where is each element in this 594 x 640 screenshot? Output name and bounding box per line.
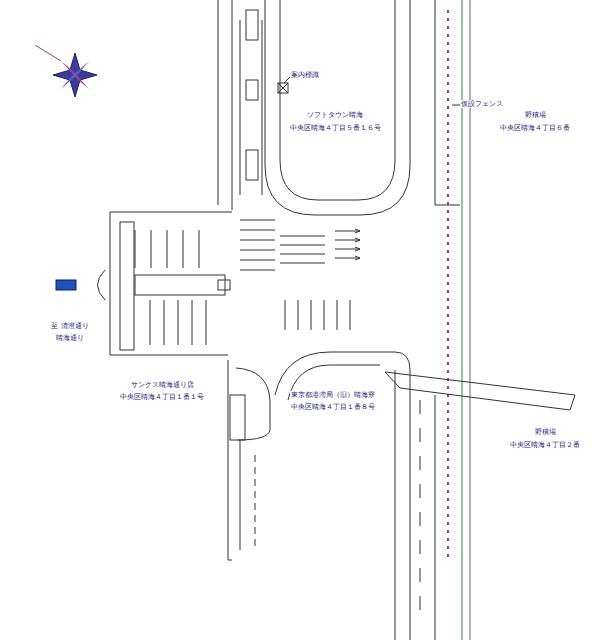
map-label: 至 清澄通り (50, 322, 89, 330)
map-label: 中央区晴海４丁目２番 (509, 441, 581, 449)
road-markings (135, 220, 420, 610)
map-label: 野積場 (524, 111, 547, 119)
map-label: 仮設フェンス (460, 100, 504, 108)
map-label: 中央区晴海４丁目６番 (499, 124, 571, 132)
map-label: サンクス晴海通り店 (130, 381, 195, 389)
map-label: 野積場 (534, 428, 557, 436)
map-label: 中央区晴海４丁目１番１号 (119, 393, 205, 401)
map-label: 東京都港湾局（旧）晴海寮 (290, 391, 376, 399)
compass (35, 45, 97, 97)
map-label: 晴海通り (55, 334, 85, 342)
map-label: ソフトタウン晴海 (306, 111, 364, 119)
leader-line (452, 105, 460, 106)
map-label: 中央区晴海４丁目５番１６号 (289, 124, 382, 132)
map-label: 中央区晴海４丁目１番８号 (290, 403, 376, 411)
road-sign (56, 280, 76, 290)
map-label: 案内標識 (290, 71, 320, 79)
